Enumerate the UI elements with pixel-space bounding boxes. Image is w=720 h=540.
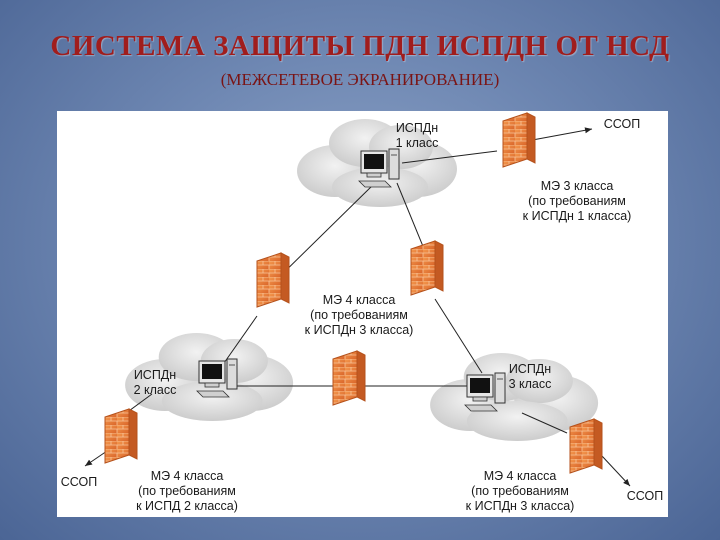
ssop-top-right-label: ССОП [603,117,641,131]
fw3-label: МЭ 4 класса (по требованиям к ИСПДн 3 кл… [450,469,590,514]
fw2-label-line1: МЭ 4 класса [150,469,224,483]
ssop-bottom-left-label: ССОП [60,475,98,489]
fw2-label-line2: (по требованиям [138,484,236,498]
fw2-label: МЭ 4 класса (по требованиям к ИСПД 2 кла… [117,469,257,514]
fw1-label-line3: к ИСПДн 1 класса) [522,209,632,223]
fw2-label-line3: к ИСПД 2 класса) [136,499,238,513]
fw1-label-line2: (по требованиям [528,194,626,208]
firewall-bottom-right-icon [569,418,603,474]
slide-subtitle: (МЕЖСЕТЕВОЕ ЭКРАНИРОВАНИЕ) [220,70,500,89]
firewall-bottom-left-icon [104,408,138,464]
center-fw-label-line1: МЭ 4 класса [322,293,396,307]
firewall-right-icon [410,240,444,296]
firewall-center-icon [332,350,366,406]
fw1-label: МЭ 3 класса (по требованиям к ИСПДн 1 кл… [507,179,647,224]
center-fw-label-line3: к ИСПДн 3 класса) [304,323,414,337]
ispdn3-class: 3 класс [508,377,552,391]
ispdn3-name: ИСПДн [508,362,552,376]
ispdn3-label: ИСПДн 3 класс [500,362,560,392]
ispdn2-class: 2 класс [133,383,177,397]
ispdn1-class: 1 класс [395,136,439,150]
firewall-top-right-icon [502,112,536,168]
firewall-left-icon [256,252,290,308]
fw1-label-line1: МЭ 3 класса [540,179,614,193]
ispdn2-label: ИСПДн 2 класс [125,368,185,398]
fw3-label-line2: (по требованиям [471,484,569,498]
ssop-bottom-right-label: ССОП [626,489,664,503]
center-fw-label: МЭ 4 класса (по требованиям к ИСПДн 3 кл… [289,293,429,338]
fw3-label-line1: МЭ 4 класса [483,469,557,483]
slide-title: СИСТЕМА ЗАЩИТЫ ПДН ИСПДН ОТ НСД [50,30,670,62]
ispdn2-name: ИСПДн [133,368,177,382]
ispdn1-name: ИСПДн [395,121,439,135]
ispdn1-label: ИСПДн 1 класс [387,121,447,151]
diagram-canvas [84,112,631,487]
network-diagram: ИСПДн 1 класс ИСПДн 2 класс ИСПДн 3 клас… [57,111,668,517]
center-fw-label-line2: (по требованиям [310,308,408,322]
fw3-label-line3: к ИСПДн 3 класса) [465,499,575,513]
